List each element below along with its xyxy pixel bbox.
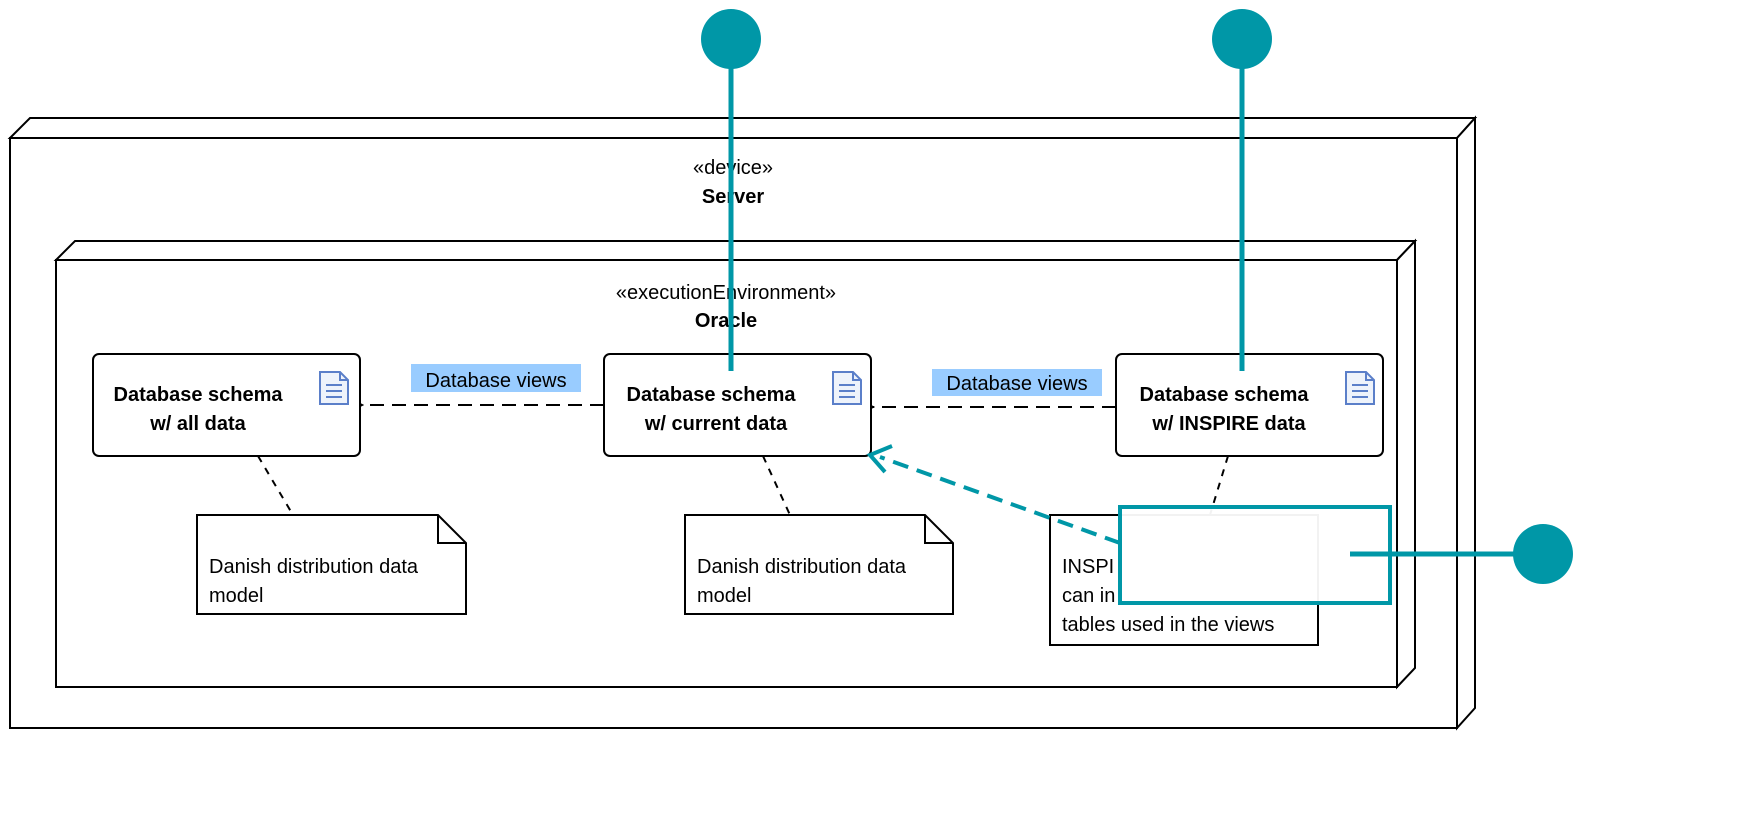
note-anchor-line: [257, 455, 294, 516]
artifact-title-line1: Database schema: [1140, 384, 1310, 406]
annotation-pin-marker[interactable]: [701, 9, 761, 69]
note-text-line: INSPI: [1062, 556, 1114, 578]
edge-label-highlight: [932, 369, 1102, 396]
edge-label-highlight: [411, 364, 581, 392]
annotation-dashed-connector: [879, 455, 1121, 545]
document-icon: [319, 371, 349, 405]
note-text-line: Danish distribution data: [209, 556, 419, 578]
artifact-all-data[interactable]: Database schema w/ all data: [92, 353, 361, 457]
environment-stereotype: «executionEnvironment»: [616, 282, 836, 304]
note-text-line: model: [209, 585, 263, 607]
document-icon: [1345, 371, 1375, 405]
note-text-line: tables used in the views: [1062, 614, 1274, 636]
artifact-inspire-data[interactable]: Database schema w/ INSPIRE data: [1115, 353, 1384, 457]
artifact-title-line2: w/ INSPIRE data: [1151, 413, 1306, 435]
annotation-arrowhead: [866, 444, 893, 474]
artifact-title-line1: Database schema: [627, 384, 797, 406]
artifact-title-line2: w/ current data: [644, 413, 788, 435]
note-current-data[interactable]: Danish distribution data model: [684, 514, 954, 615]
artifact-current-data[interactable]: Database schema w/ current data: [603, 353, 872, 457]
note-anchor-line: [762, 455, 791, 516]
edge-label: Database views: [425, 370, 566, 392]
annotation-overlay: [701, 9, 1573, 605]
note-text-line: can in: [1062, 585, 1115, 607]
document-icon: [832, 371, 862, 405]
artifact-title-line1: Database schema: [114, 384, 284, 406]
environment-name: Oracle: [695, 310, 757, 332]
annotation-pin-marker[interactable]: [1513, 524, 1573, 584]
note-all-data[interactable]: Danish distribution data model: [196, 514, 467, 615]
note-text-line: model: [697, 585, 751, 607]
annotation-callout-box[interactable]: [1118, 505, 1392, 605]
dependency-current-to-all[interactable]: Database views: [362, 364, 604, 405]
annotation-pin-marker[interactable]: [1212, 9, 1272, 69]
edge-label: Database views: [946, 373, 1087, 395]
dependency-inspire-to-current[interactable]: Database views: [873, 369, 1116, 407]
note-text-line: Danish distribution data: [697, 556, 907, 578]
note-anchor-line: [1209, 455, 1229, 516]
artifact-title-line2: w/ all data: [149, 413, 246, 435]
